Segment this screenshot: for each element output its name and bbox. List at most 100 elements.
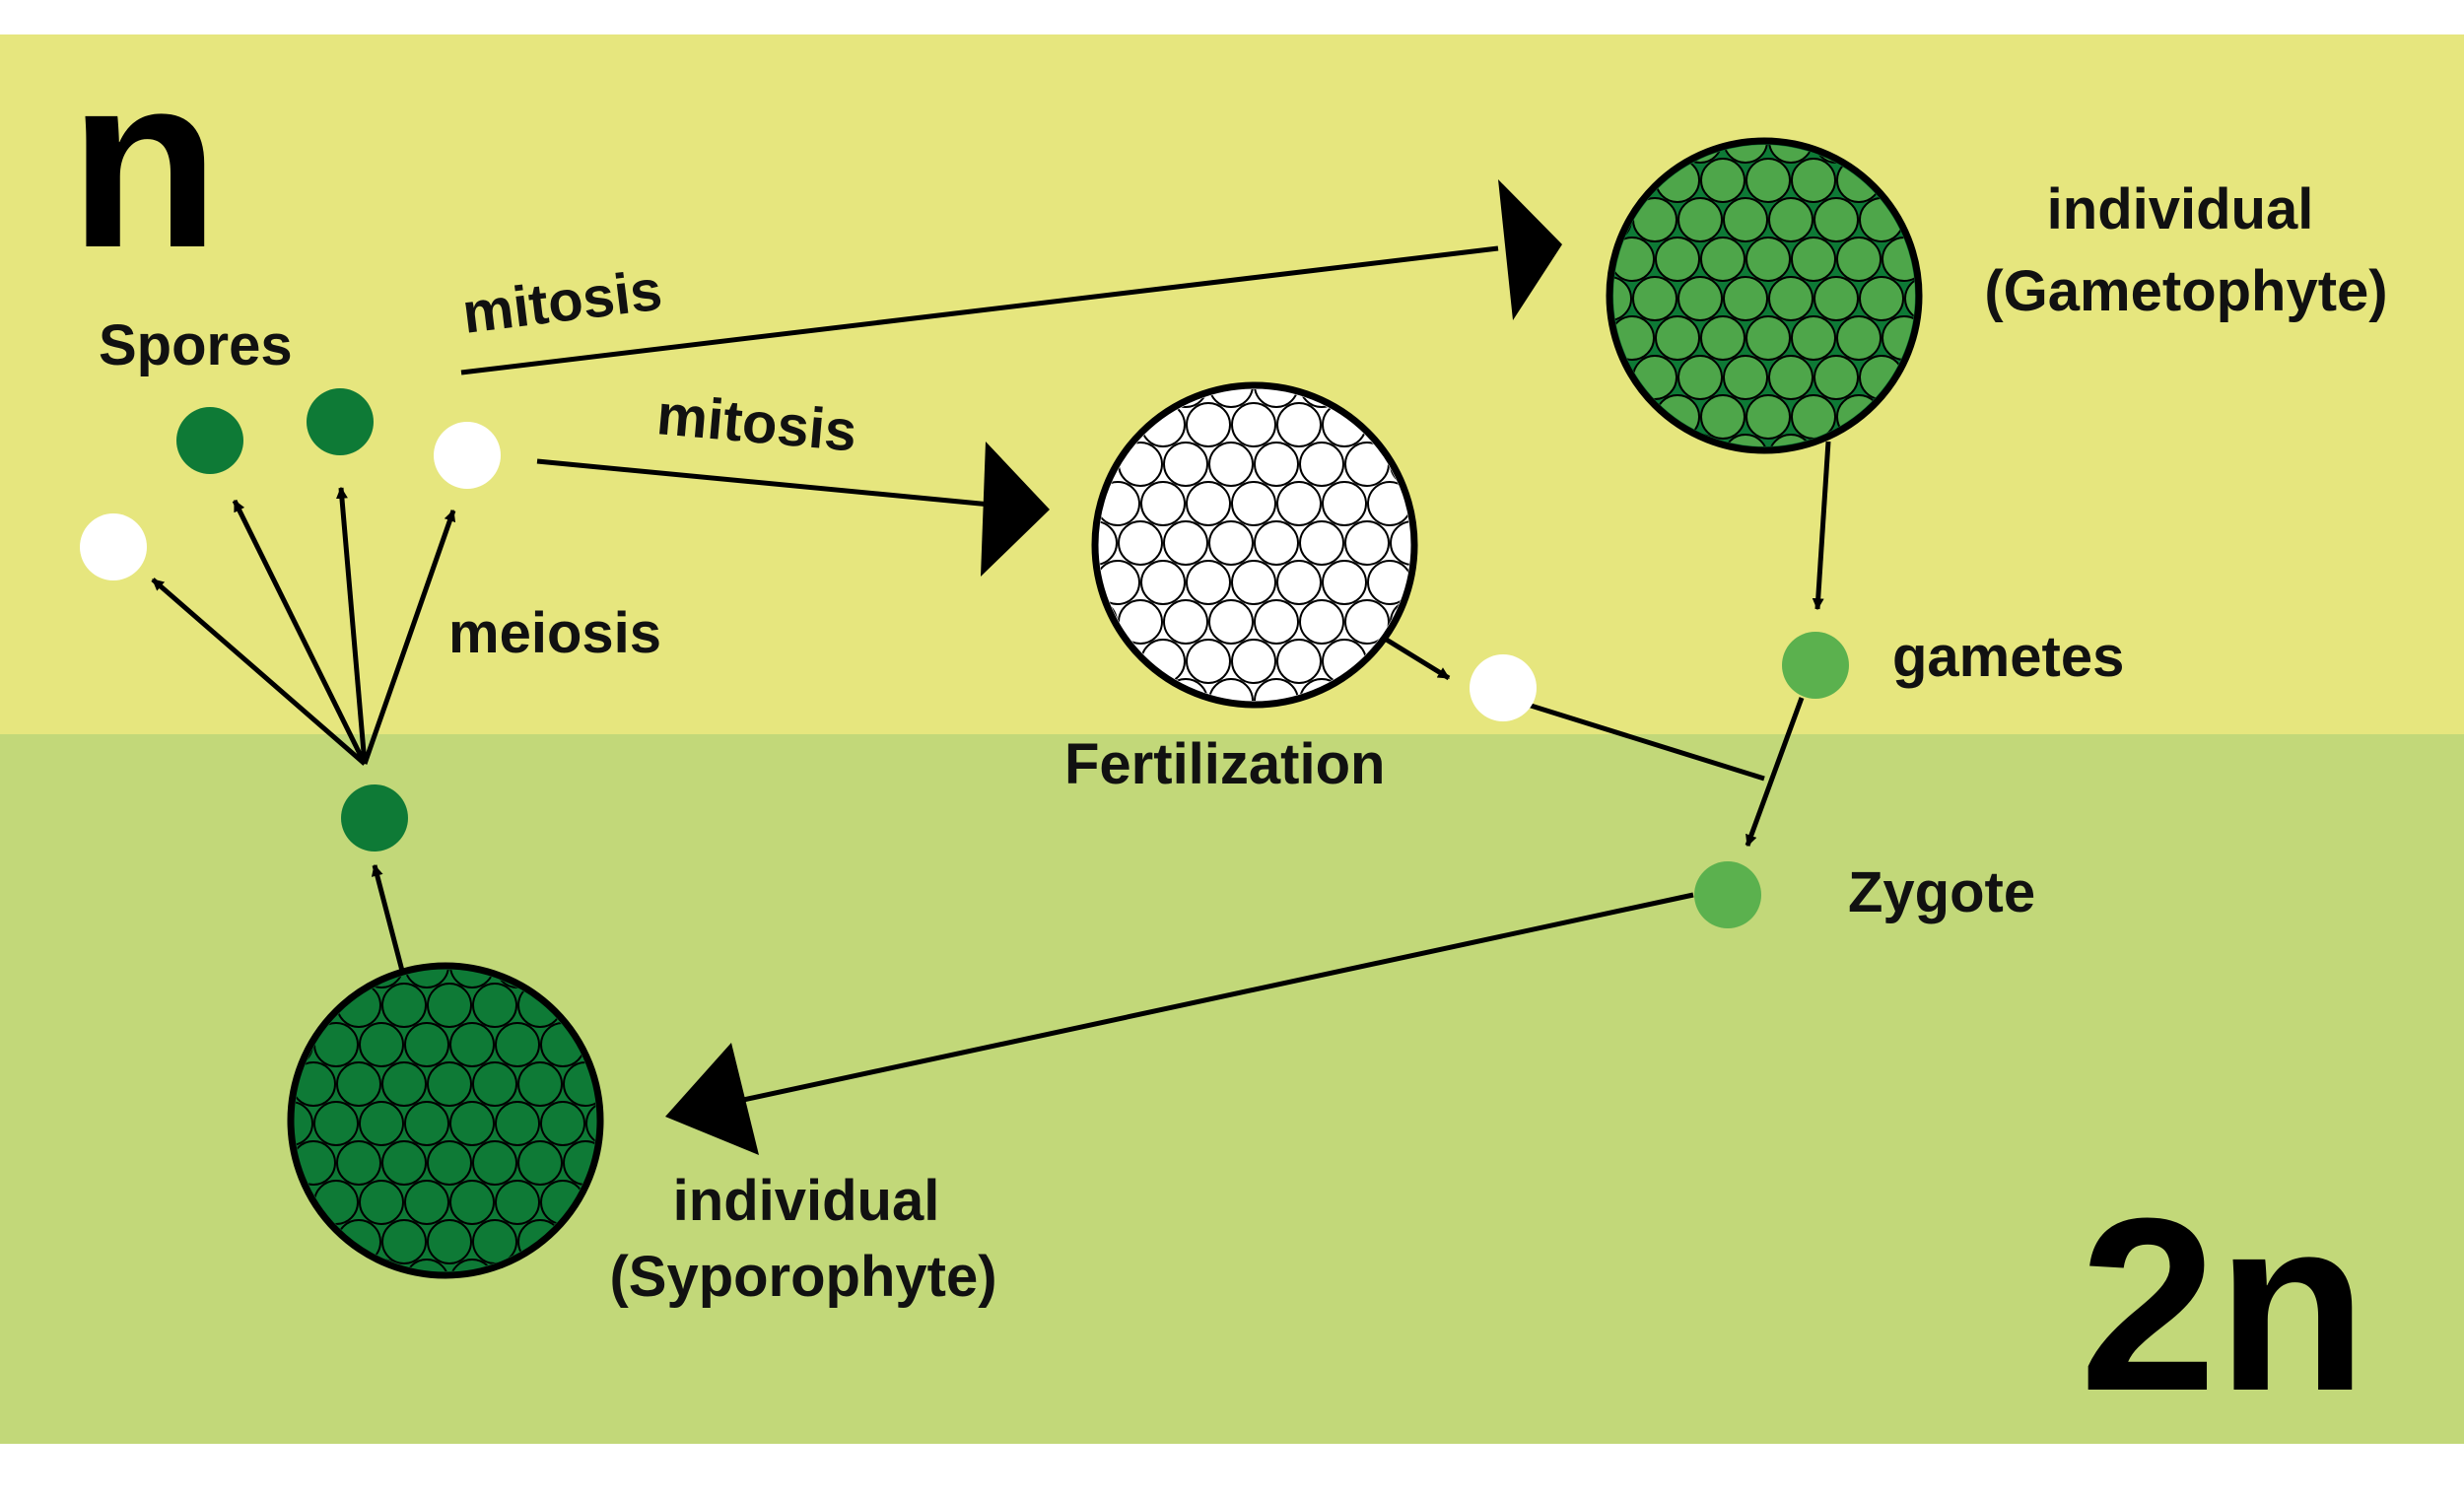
- cell: [359, 1180, 404, 1225]
- cell: [1276, 402, 1322, 447]
- cell: [1700, 237, 1745, 282]
- cell: [359, 1101, 404, 1146]
- cell: [1322, 481, 1367, 526]
- meiosis-parent-cell: [341, 784, 408, 852]
- cell: [1723, 145, 1768, 164]
- cell: [1208, 389, 1254, 408]
- cell: [1118, 520, 1163, 566]
- cell: [1231, 481, 1276, 526]
- cell: [517, 1061, 563, 1107]
- sporophyte-label-line1: individual: [673, 1169, 940, 1233]
- cell: [1140, 560, 1186, 605]
- cell: [427, 1061, 472, 1107]
- cell: [1768, 197, 1814, 242]
- cell: [404, 1022, 449, 1067]
- spore-dark-2: [307, 388, 374, 455]
- cell: [1299, 520, 1344, 566]
- cell: [1768, 145, 1814, 164]
- gamete-green: [1782, 632, 1849, 699]
- cell: [1723, 197, 1768, 242]
- mitosis-arrow-top: [460, 245, 1499, 375]
- cell: [1254, 520, 1299, 566]
- cell: [336, 1061, 381, 1107]
- cell: [1276, 560, 1322, 605]
- cell: [1723, 355, 1768, 400]
- cell: [1814, 197, 1859, 242]
- cell: [1163, 520, 1208, 566]
- cell: [449, 1180, 495, 1225]
- cell: [1700, 158, 1745, 203]
- cell: [427, 1140, 472, 1186]
- cell: [495, 1022, 540, 1067]
- sporophyte-label-line2: (Syporophyte): [609, 1245, 996, 1309]
- cell: [449, 1022, 495, 1067]
- gamete-to-zygote-arrow: [1745, 697, 1805, 848]
- cell: [1099, 520, 1118, 566]
- cell: [1163, 599, 1208, 645]
- zygote-cell: [1694, 861, 1761, 928]
- cell: [1208, 520, 1254, 566]
- cell: [1367, 560, 1410, 605]
- zygote-label: Zygote: [1848, 860, 2035, 924]
- cell: [313, 1101, 359, 1146]
- cell: [1655, 237, 1700, 282]
- cell: [295, 1061, 336, 1107]
- cell: [336, 1140, 381, 1186]
- mitosis-arrowhead-top: [1498, 179, 1562, 320]
- cell: [517, 1140, 563, 1186]
- cell: [1613, 276, 1632, 321]
- haploid-label: n: [69, 24, 220, 299]
- cell: [1768, 355, 1814, 400]
- cell: [1231, 402, 1276, 447]
- cell: [585, 1101, 596, 1146]
- cell: [1322, 560, 1367, 605]
- cell: [1186, 560, 1231, 605]
- cell: [495, 1180, 540, 1225]
- cell: [1254, 678, 1299, 701]
- cell: [540, 1101, 585, 1146]
- meiosis-arrow-3: [335, 486, 368, 765]
- white-gametophyte-cell-mass: [1091, 381, 1418, 709]
- gametophyte-label-line2: (Gametophyte): [1984, 259, 2387, 323]
- spore-white-1: [434, 422, 501, 489]
- spore-dark-1: [176, 407, 243, 474]
- gametophyte-label-line1: individual: [2047, 177, 2314, 241]
- cell: [1768, 276, 1814, 321]
- cell: [381, 1140, 427, 1186]
- cell: [1299, 442, 1344, 487]
- cell: [1099, 560, 1140, 605]
- cell: [1186, 481, 1231, 526]
- cell: [1791, 315, 1836, 361]
- cell: [1390, 520, 1410, 566]
- cell: [1700, 315, 1745, 361]
- cell: [295, 1101, 313, 1146]
- mitosis-arrowhead-middle: [981, 442, 1050, 577]
- cell: [1208, 599, 1254, 645]
- spores-label: Spores: [99, 313, 293, 377]
- cell: [404, 1180, 449, 1225]
- meiosis-arrow-4: [362, 509, 456, 765]
- cell: [1254, 599, 1299, 645]
- cell: [1632, 276, 1677, 321]
- cell: [495, 1101, 540, 1146]
- diploid-label: 2n: [2080, 1167, 2367, 1442]
- cell: [1836, 237, 1882, 282]
- cell: [427, 983, 472, 1028]
- cell: [381, 983, 427, 1028]
- spore-white-2: [80, 513, 147, 580]
- cell: [1745, 158, 1791, 203]
- cell: [1836, 315, 1882, 361]
- sporophyte-to-cell-arrow: [371, 863, 405, 972]
- zygote-to-sporophyte-arrowhead: [665, 1043, 759, 1155]
- cell: [404, 970, 449, 988]
- cell: [1859, 276, 1904, 321]
- cell: [381, 1061, 427, 1107]
- cell: [1677, 276, 1723, 321]
- cell: [1208, 442, 1254, 487]
- cell: [1231, 639, 1276, 684]
- cell: [1700, 394, 1745, 440]
- cell: [449, 1101, 495, 1146]
- cell: [427, 1219, 472, 1264]
- cell: [1231, 560, 1276, 605]
- cell: [1814, 276, 1859, 321]
